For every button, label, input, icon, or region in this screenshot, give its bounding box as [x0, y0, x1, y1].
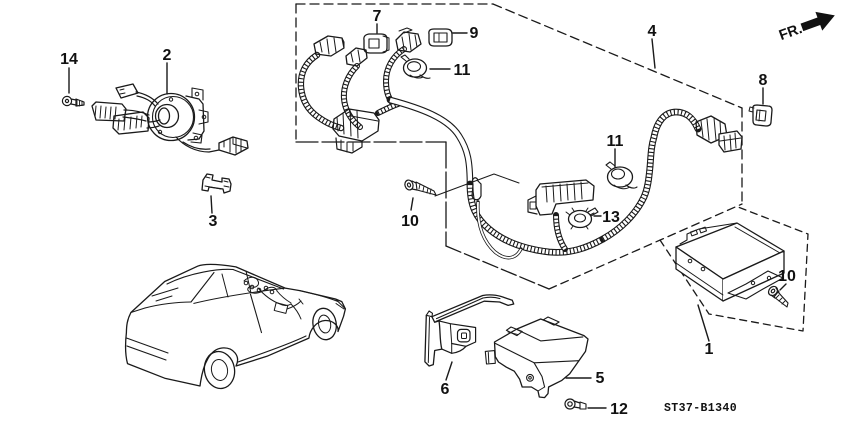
svg-text:3: 3	[209, 213, 218, 230]
svg-text:14: 14	[60, 51, 78, 68]
svg-text:9: 9	[470, 25, 479, 42]
svg-text:2: 2	[163, 47, 172, 64]
svg-text:13: 13	[602, 209, 620, 226]
svg-text:10: 10	[401, 213, 419, 230]
svg-text:1: 1	[705, 341, 714, 358]
svg-text:12: 12	[610, 401, 628, 418]
svg-text:8: 8	[759, 72, 768, 89]
svg-text:11: 11	[607, 133, 624, 150]
svg-text:7: 7	[373, 8, 382, 25]
svg-text:4: 4	[648, 23, 657, 40]
svg-text:ST37-B1340: ST37-B1340	[664, 402, 737, 415]
svg-text:10: 10	[778, 268, 796, 285]
svg-text:5: 5	[596, 370, 605, 387]
svg-text:11: 11	[454, 62, 471, 79]
svg-text:FR.: FR.	[777, 21, 804, 44]
svg-text:6: 6	[441, 381, 450, 398]
